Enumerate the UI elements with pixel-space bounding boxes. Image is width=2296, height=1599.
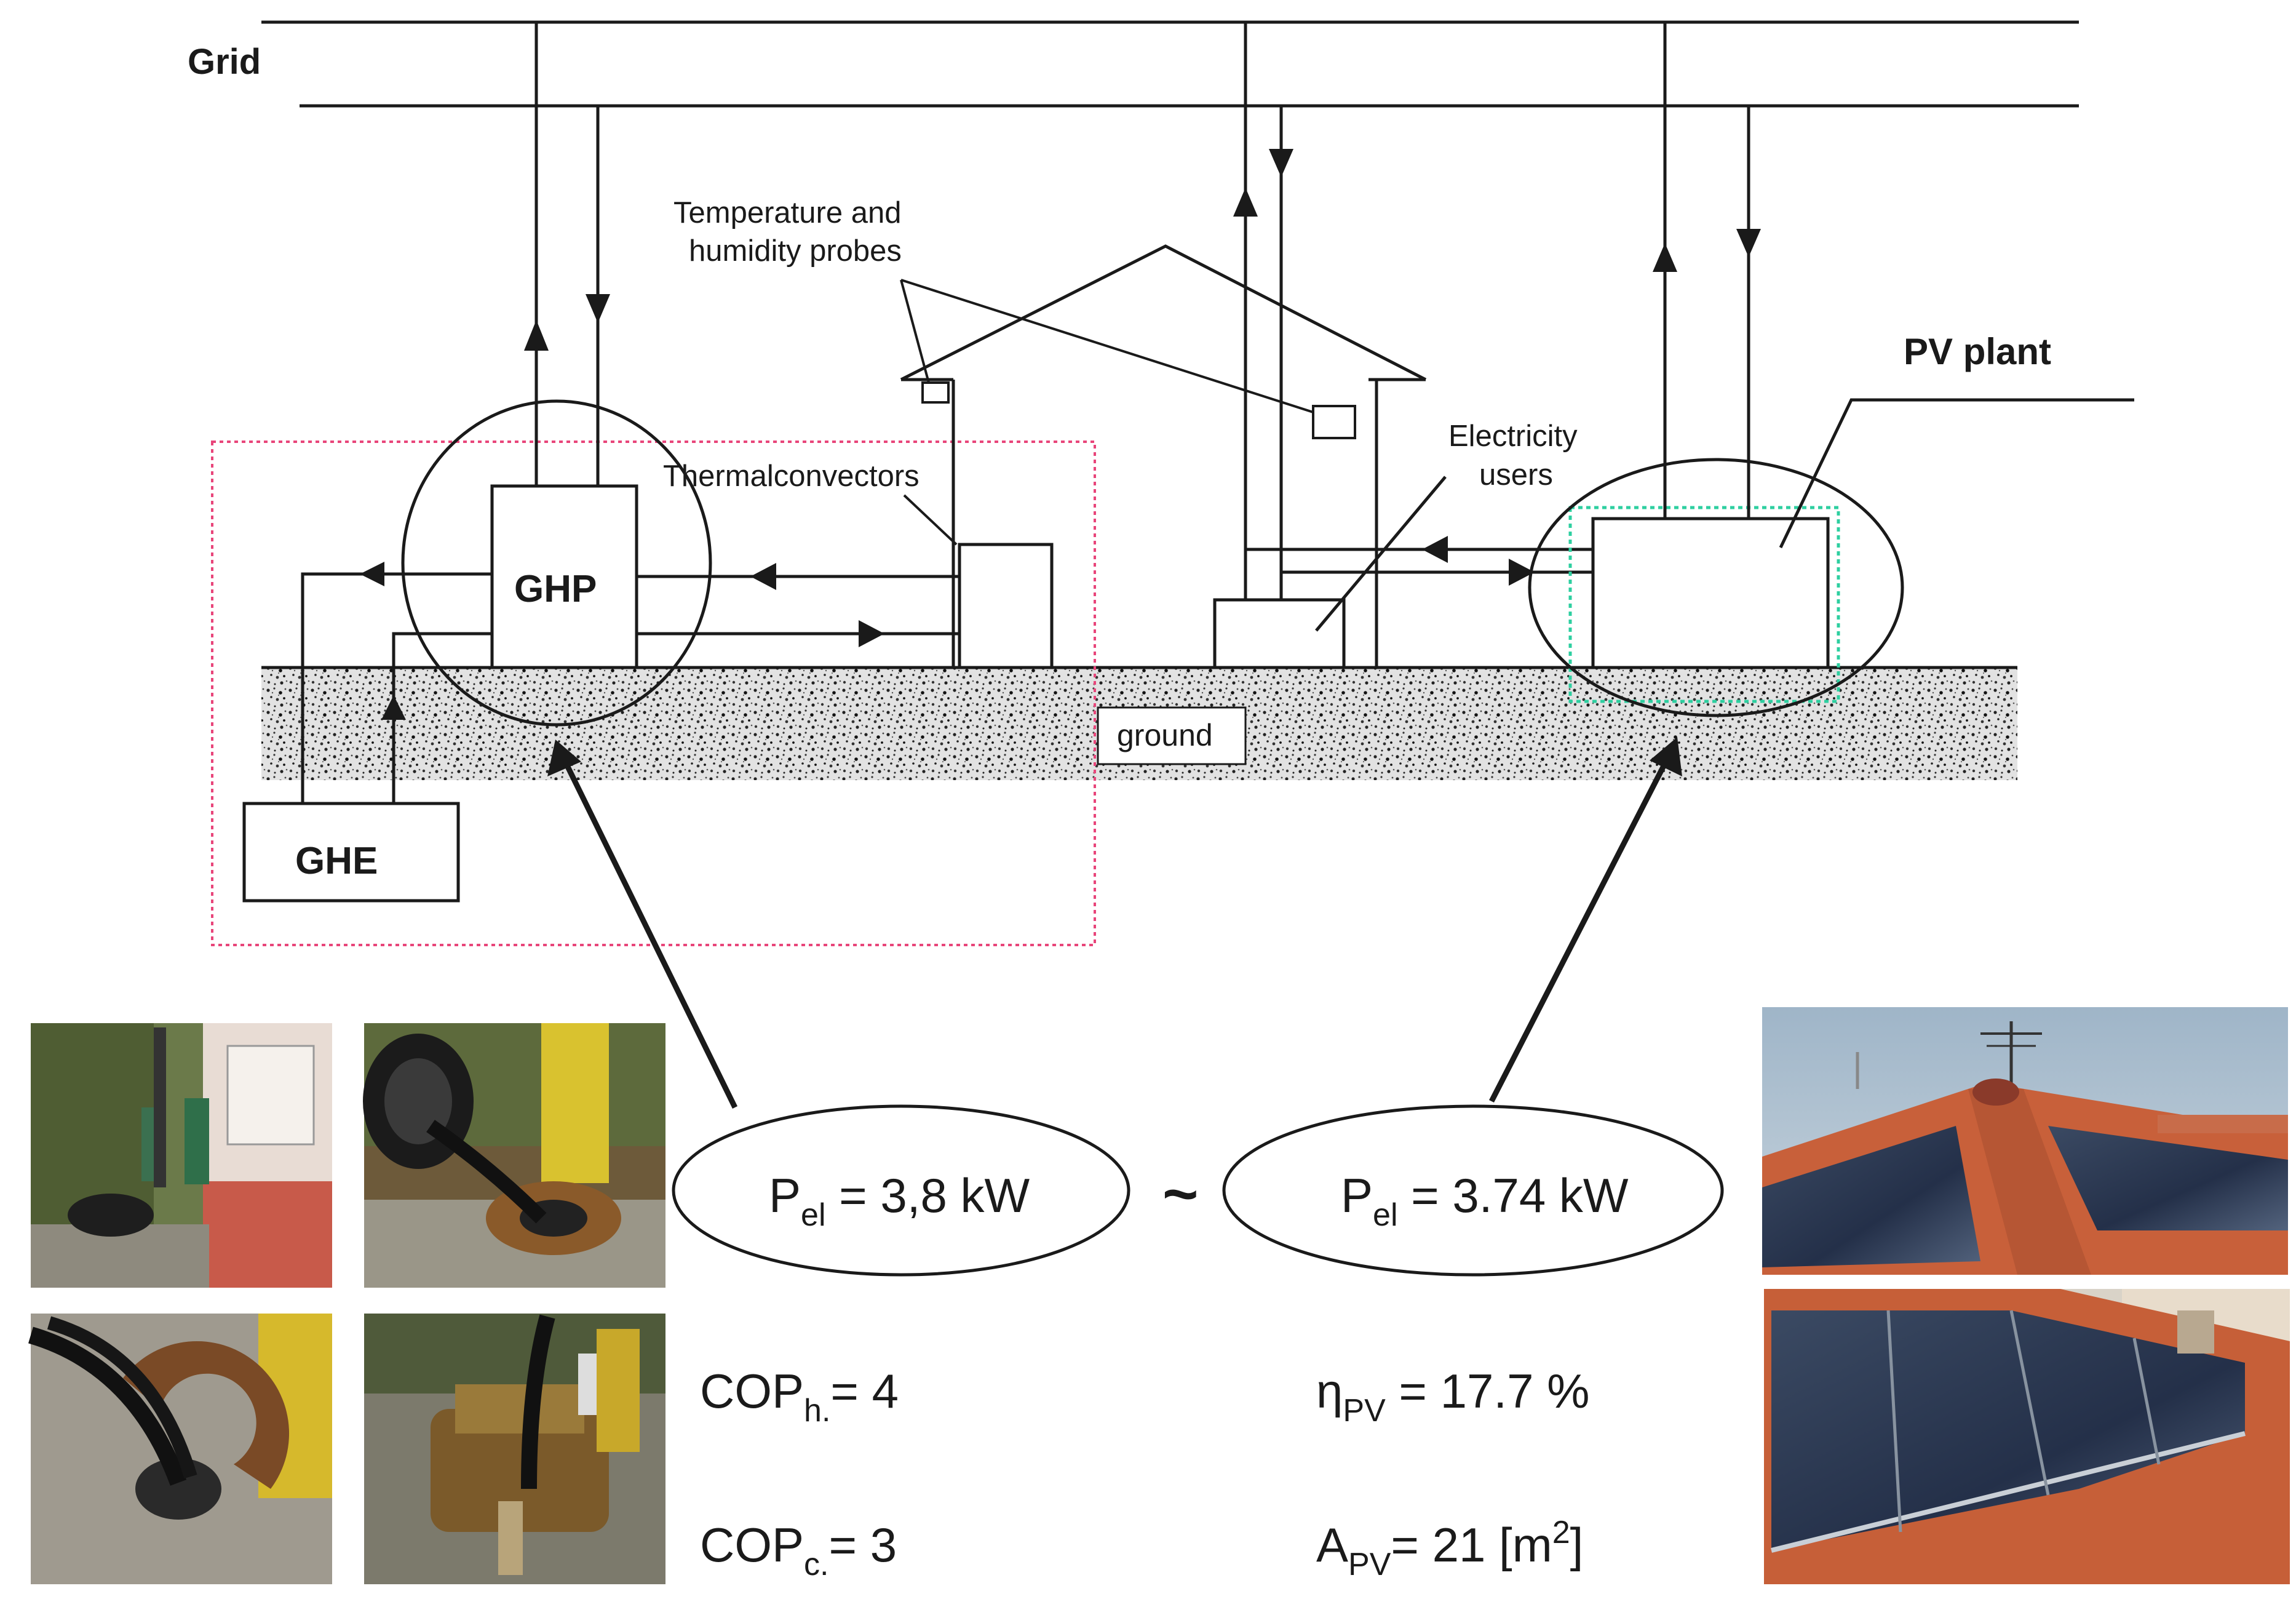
photo-drilling-3 bbox=[28, 1314, 332, 1584]
electricity-users-box bbox=[1213, 598, 1346, 669]
pv-plant-box bbox=[1591, 517, 1830, 669]
grid-label: Grid bbox=[188, 42, 261, 82]
arrow-down-icon bbox=[586, 294, 610, 323]
arrow-up-icon bbox=[381, 695, 406, 720]
pv-power-ellipse bbox=[1222, 1104, 1724, 1277]
cop-heating-value: COPh.= 4 bbox=[700, 1364, 899, 1429]
photo-drilling-2 bbox=[363, 1023, 665, 1288]
photo-drilling-1 bbox=[31, 1023, 332, 1288]
probe-1 bbox=[921, 381, 950, 404]
pv-power-value: Pel = 3.74 kW bbox=[1341, 1168, 1629, 1233]
photo-pv-roof-1 bbox=[1762, 1007, 2288, 1275]
grid-bus bbox=[261, 20, 2079, 108]
house bbox=[900, 244, 1427, 668]
arrow-down-icon bbox=[1269, 149, 1293, 177]
arrow-down-icon bbox=[1736, 229, 1761, 257]
thermalconvector-box bbox=[958, 543, 1054, 669]
ghp-box bbox=[490, 484, 638, 669]
pv-efficiency-value: ηPV = 17.7 % bbox=[1316, 1364, 1590, 1429]
ghe-label: GHE bbox=[295, 840, 378, 882]
arrow-left-icon bbox=[1422, 536, 1448, 563]
electricity-users-label-line2: users bbox=[1479, 458, 1553, 492]
ghp-highlight-circle bbox=[401, 399, 712, 727]
ghp-system-boundary bbox=[211, 441, 1096, 946]
ghe-box bbox=[242, 802, 460, 903]
arrow-left-icon bbox=[750, 563, 776, 590]
ground-label: ground bbox=[1117, 718, 1213, 752]
photo-drilling-4 bbox=[364, 1314, 665, 1584]
arrow-up-icon bbox=[1650, 737, 1682, 776]
arrow-up-icon bbox=[524, 320, 549, 351]
ghp-power-ellipse bbox=[672, 1104, 1130, 1277]
thermalconvectors-label: Thermalconvectors bbox=[663, 460, 920, 493]
cop-cooling-value: COPc.= 3 bbox=[700, 1518, 897, 1582]
pv-system-boundary bbox=[1568, 506, 1840, 703]
arrow-right-icon bbox=[859, 620, 884, 647]
ghp-label: GHP bbox=[514, 568, 597, 610]
arrow-up-icon bbox=[1653, 243, 1677, 272]
approx-symbol: ~ bbox=[1162, 1160, 1198, 1229]
photo-pv-roof-2 bbox=[1764, 1289, 2290, 1584]
arrow-right-icon bbox=[1509, 559, 1535, 586]
pv-area-value: APV= 21 [m2] bbox=[1316, 1515, 1583, 1582]
electricity-users-label-line1: Electricity bbox=[1448, 420, 1578, 453]
temp-probes-label-line2: humidity probes bbox=[689, 234, 902, 268]
arrow-up-icon bbox=[1233, 188, 1258, 217]
pv-plant-label: PV plant bbox=[1904, 331, 2051, 372]
arrow-left-icon bbox=[360, 562, 384, 586]
temp-probes-label-line1: Temperature and bbox=[673, 196, 901, 229]
probe-2 bbox=[1312, 405, 1356, 439]
ghp-power-value: Pel = 3,8 kW bbox=[769, 1168, 1030, 1233]
arrow-up-icon bbox=[547, 740, 581, 776]
pv-highlight-circle bbox=[1528, 458, 1904, 717]
